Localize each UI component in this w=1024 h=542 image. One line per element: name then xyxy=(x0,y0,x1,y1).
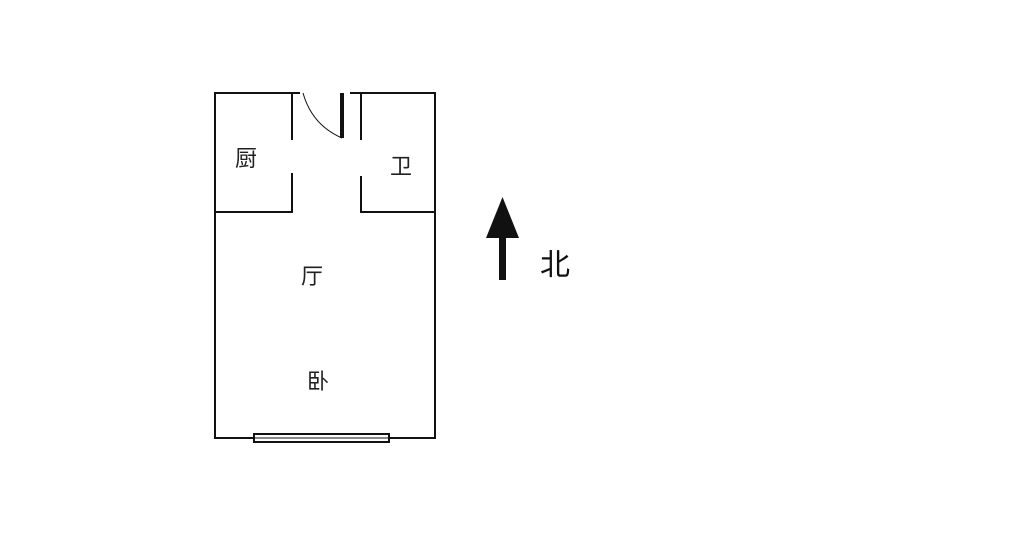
room-label-living: 厅 xyxy=(300,265,324,290)
room-label-kitchen: 厨 xyxy=(234,147,258,172)
kitchen-wall xyxy=(215,93,293,213)
north-arrow-icon xyxy=(486,197,519,280)
door-swing-arc xyxy=(302,92,343,139)
bathroom-wall xyxy=(360,93,435,213)
north-label: 北 xyxy=(540,248,570,283)
room-label-bathroom: 卫 xyxy=(389,155,413,180)
room-label-bedroom: 卧 xyxy=(306,370,330,395)
